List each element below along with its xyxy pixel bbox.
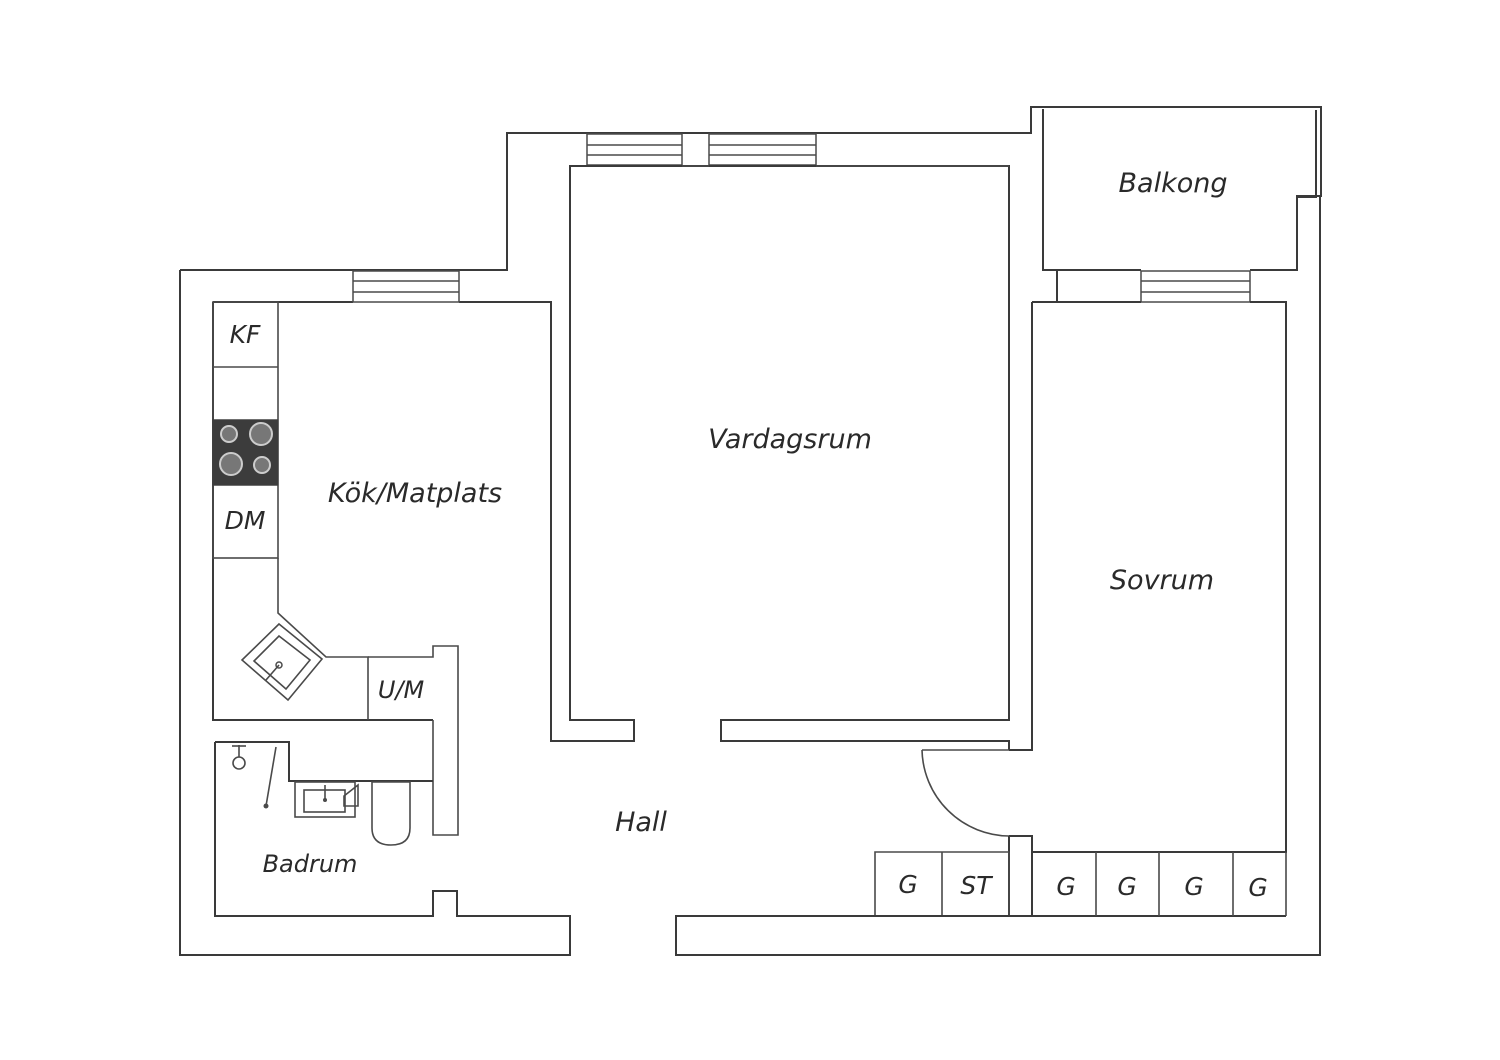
room-label-bedroom: Sovrum xyxy=(1110,565,1214,596)
room-label-kitchen: Kök/Matplats xyxy=(328,478,502,509)
storage-label-g-3: G xyxy=(1117,872,1136,901)
window-kitchen xyxy=(352,270,460,303)
storage-label-g-2: G xyxy=(1056,872,1075,901)
bathroom-sink-icon xyxy=(294,781,356,818)
appliance-label-kf: KF xyxy=(230,320,261,349)
storage-label-g-5: G xyxy=(1248,873,1267,902)
room-label-living: Vardagsrum xyxy=(708,424,872,455)
storage-label-g-1: G xyxy=(898,870,917,899)
room-label-balcony: Balkong xyxy=(1119,168,1228,199)
window-living-left xyxy=(586,133,683,166)
appliance-label-dm: DM xyxy=(225,506,266,535)
appliance-label-um: U/M xyxy=(378,676,425,704)
balcony-outline xyxy=(1042,109,1317,271)
window-living-right xyxy=(708,133,817,166)
toilet-icon xyxy=(343,781,411,846)
kitchen-sink-icon xyxy=(240,622,324,702)
storage-label-st: ST xyxy=(960,871,993,900)
shower-icon xyxy=(232,745,277,809)
bedroom-walls xyxy=(1009,301,1287,917)
storage-label-g-4: G xyxy=(1184,872,1203,901)
outer-wall xyxy=(179,106,1322,956)
stove-icon xyxy=(212,419,279,486)
bathroom-walls xyxy=(214,741,1032,917)
room-label-hall: Hall xyxy=(615,807,667,838)
window-bedroom xyxy=(1140,270,1251,303)
living-room-walls xyxy=(569,165,1010,750)
room-label-bathroom: Badrum xyxy=(263,850,358,878)
